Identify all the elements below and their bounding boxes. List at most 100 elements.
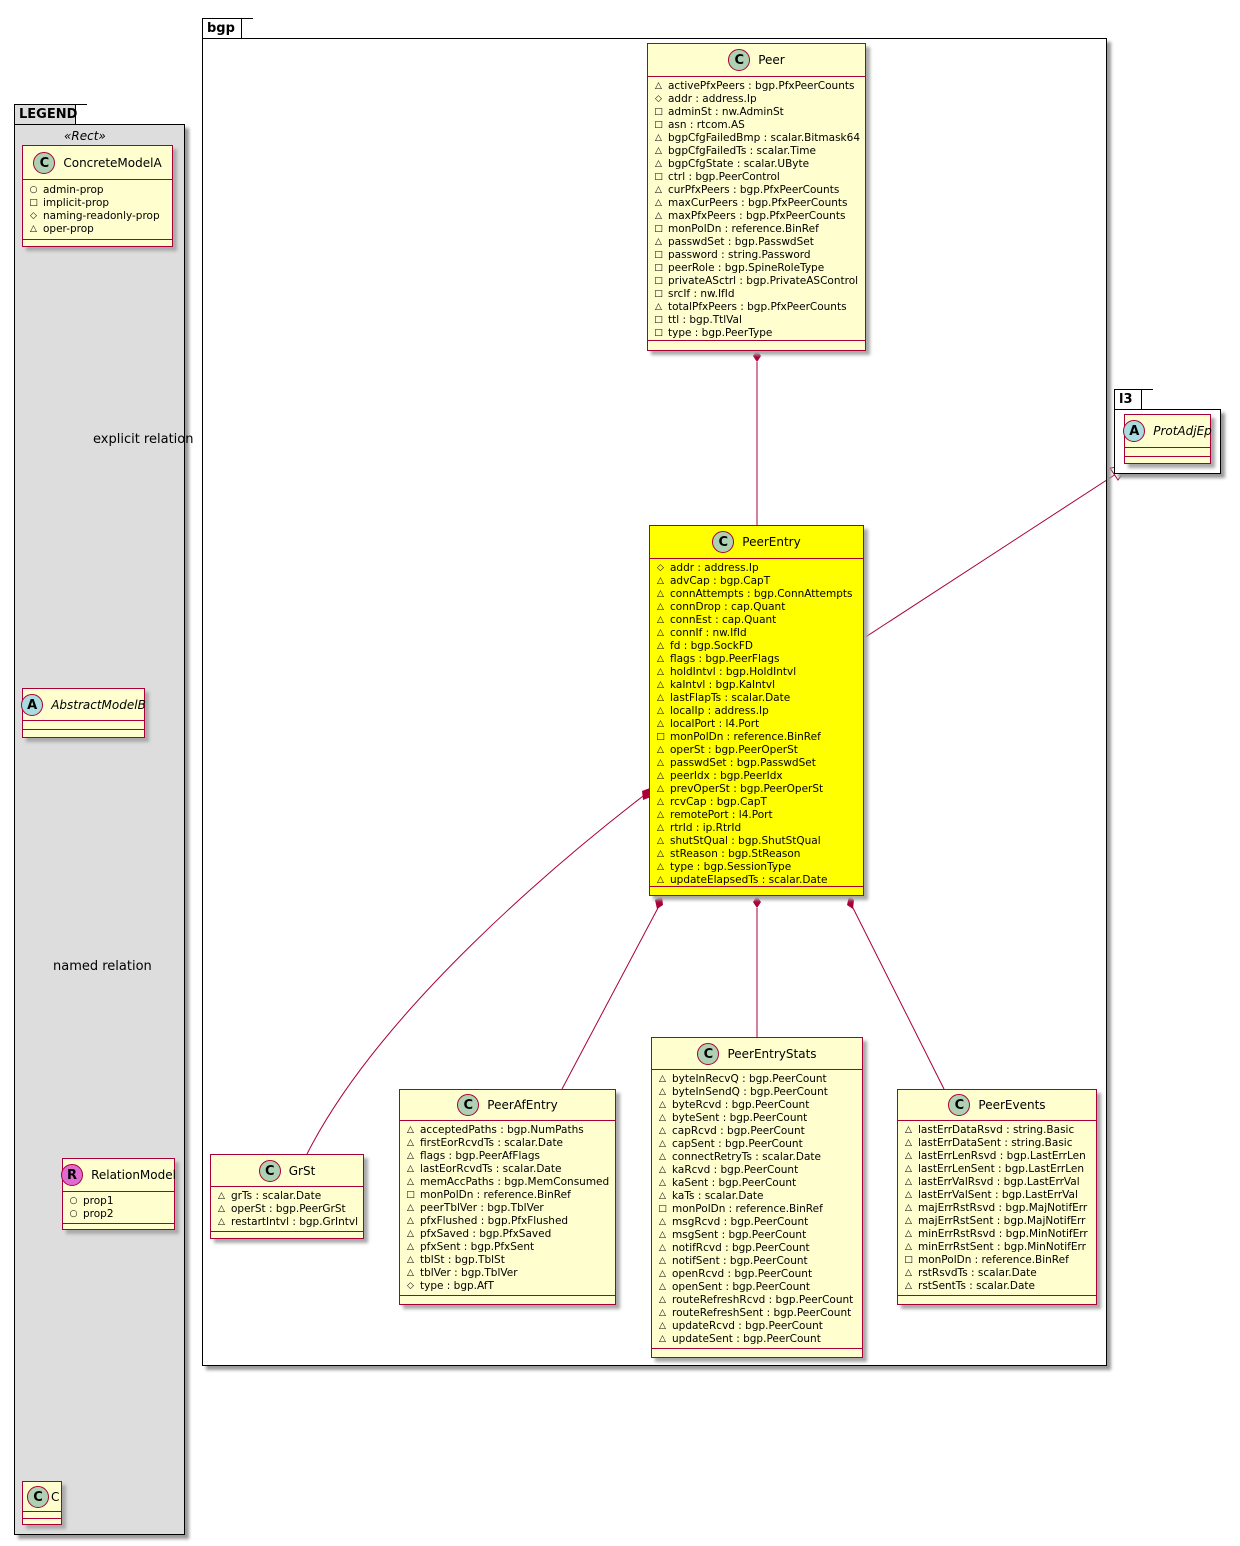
peer-entry-stats-attributes: △byteInRecvQ : bgp.PeerCount△byteInSendQ… — [652, 1070, 862, 1349]
package-icon: △ — [905, 1281, 912, 1291]
class-c[interactable]: C C — [22, 1481, 62, 1525]
attribute-text: flags : bgp.PeerAfFlags — [420, 1150, 540, 1162]
attribute-text: bgpCfgState : scalar.UByte — [668, 158, 810, 170]
class-peer-events[interactable]: C PeerEvents △lastErrDataRsvd : string.B… — [897, 1089, 1097, 1305]
package-icon: △ — [659, 1269, 666, 1279]
package-icon: △ — [655, 133, 662, 143]
class-peer-af-entry[interactable]: C PeerAfEntry △acceptedPaths : bgp.NumPa… — [399, 1089, 616, 1305]
attribute-row: △updateElapsedTs : scalar.Date — [655, 874, 863, 887]
package-icon: △ — [655, 211, 662, 221]
attribute-row: △capRcvd : bgp.PeerCount — [657, 1125, 862, 1138]
attribute-row: △updateSent : bgp.PeerCount — [657, 1333, 862, 1346]
protected-icon: ◇ — [407, 1281, 414, 1291]
attribute-row: ○admin-prop — [29, 184, 104, 196]
attribute-text: routeRefreshRcvd : bgp.PeerCount — [672, 1294, 854, 1306]
attribute-row: ○prop1 — [69, 1195, 114, 1207]
attribute-row: △rstSentTs : scalar.Date — [903, 1280, 1096, 1293]
attribute-row: △lastFlapTs : scalar.Date — [655, 692, 863, 705]
attribute-row: △acceptedPaths : bgp.NumPaths — [405, 1124, 615, 1137]
attribute-row: △oper-prop — [28, 223, 172, 236]
package-icon: △ — [655, 81, 662, 91]
attribute-row: △lastErrLenRsvd : bgp.LastErrLen — [903, 1150, 1096, 1163]
package-icon: △ — [657, 680, 664, 690]
peerafentry-composition-diamond — [655, 896, 663, 909]
attribute-text: kaTs : scalar.Date — [672, 1190, 764, 1202]
package-icon: △ — [657, 745, 664, 755]
peerentrystats-composition-diamond — [753, 896, 761, 908]
attribute-row: ○prop2 — [69, 1208, 114, 1220]
class-peer-entry[interactable]: C PeerEntry ◇addr : address.Ip△advCap : … — [649, 525, 864, 896]
class-concrete-model-a[interactable]: C ConcreteModelA ○admin-prop □implicit-p… — [22, 145, 173, 247]
private-icon: □ — [654, 224, 663, 234]
attribute-text: openRcvd : bgp.PeerCount — [672, 1268, 813, 1280]
peerentry-to-protadjep-line — [863, 473, 1117, 639]
package-icon: △ — [657, 654, 664, 664]
package-icon: △ — [407, 1242, 414, 1252]
attribute-row: △advCap : bgp.CapT — [655, 575, 863, 588]
named-relation-label: named relation — [53, 959, 152, 974]
private-icon: □ — [654, 276, 663, 286]
attribute-row: △connectRetryTs : scalar.Date — [657, 1151, 862, 1164]
attribute-text: passwdSet : bgp.PasswdSet — [670, 757, 816, 769]
private-icon: □ — [654, 120, 663, 130]
private-icon: □ — [654, 328, 663, 338]
attribute-row: △ updateRcvd : bgp.PeerCount — [657, 1320, 862, 1333]
package-icon: △ — [905, 1190, 912, 1200]
peerevents-composition-diamond — [847, 896, 854, 909]
attribute-text: lastErrDataRsvd : string.Basic — [918, 1124, 1075, 1136]
attribute-text: updateSent : bgp.PeerCount — [672, 1333, 821, 1345]
attribute-text: pfxFlushed : bgp.PfxFlushed — [420, 1215, 569, 1227]
private-icon: □ — [654, 172, 663, 182]
attribute-text: privateASctrl : bgp.PrivateASControl — [668, 275, 859, 287]
attribute-text: connectRetryTs : scalar.Date — [672, 1151, 821, 1163]
attribute-row: △grTs : scalar.Date — [216, 1190, 363, 1203]
attribute-text: kaIntvl : bgp.KaIntvl — [670, 679, 776, 691]
package-icon: △ — [657, 797, 664, 807]
private-icon: □ — [658, 1204, 667, 1214]
attribute-text: asn : rtcom.AS — [668, 119, 745, 131]
package-icon: △ — [657, 706, 664, 716]
attribute-row: △rcvCap : bgp.CapT — [655, 796, 863, 809]
attribute-row: □monPolDn : reference.BinRef — [653, 223, 865, 236]
package-icon: △ — [659, 1139, 666, 1149]
peer-composition-diamond — [753, 350, 761, 362]
package-icon: △ — [407, 1177, 414, 1187]
attribute-row: ◇type : bgp.AfT — [405, 1280, 615, 1293]
public-icon: ○ — [29, 185, 38, 195]
attribute-text: monPolDn : reference.BinRef — [670, 731, 821, 743]
attribute-row: △notifSent : bgp.PeerCount — [657, 1255, 862, 1268]
attribute-row: △fd : bgp.SockFD — [655, 640, 863, 653]
attribute-row: △shutStQual : bgp.ShutStQual — [655, 835, 863, 848]
package-icon: △ — [657, 576, 664, 586]
class-peer-entry-stats[interactable]: C PeerEntryStats △byteInRecvQ : bgp.Peer… — [651, 1037, 863, 1358]
attribute-row: △pfxSaved : bgp.PfxSaved — [405, 1228, 615, 1241]
class-abstract-model-b[interactable]: A AbstractModelB — [21, 688, 146, 738]
private-icon: □ — [654, 315, 663, 325]
class-relation-model[interactable]: R RelationModel ○prop1 ○prop2 — [61, 1158, 176, 1230]
class-grst[interactable]: C GrSt △grTs : scalar.Date△operSt : bgp.… — [210, 1154, 364, 1239]
private-icon: □ — [406, 1190, 415, 1200]
class-peer[interactable]: C Peer △activePfxPeers : bgp.PfxPeerCoun… — [647, 43, 866, 351]
attribute-row: □monPolDn : reference.BinRef — [657, 1203, 862, 1216]
attribute-text: capSent : bgp.PeerCount — [672, 1138, 803, 1150]
attribute-row: □ asn : rtcom.AS — [653, 119, 865, 132]
class-prot-adj-ep[interactable]: A ProtAdjEp — [1123, 414, 1212, 464]
attribute-text: peerTblVer : bgp.TblVer — [420, 1202, 544, 1214]
package-icon: △ — [659, 1217, 666, 1227]
attribute-text: lastErrDataSent : string.Basic — [918, 1137, 1073, 1149]
attribute-text: peerIdx : bgp.PeerIdx — [670, 770, 783, 782]
attribute-row: □ privateASctrl : bgp.PrivateASControl — [653, 275, 865, 288]
attribute-row: △connDrop : cap.Quant — [655, 601, 863, 614]
attribute-text: lastErrValRsvd : bgp.LastErrVal — [918, 1176, 1080, 1188]
attribute-row: △activePfxPeers : bgp.PfxPeerCounts — [653, 80, 865, 93]
package-icon: △ — [657, 836, 664, 846]
attribute-text: localPort : l4.Port — [670, 718, 760, 730]
attribute-text: connAttempts : bgp.ConnAttempts — [670, 588, 853, 600]
attribute-text: kaRcvd : bgp.PeerCount — [672, 1164, 799, 1176]
attribute-row: △routeRefreshSent : bgp.PeerCount — [657, 1307, 862, 1320]
attribute-row: △operSt : bgp.PeerOperSt — [655, 744, 863, 757]
package-icon: △ — [659, 1321, 666, 1331]
attribute-text: tblVer : bgp.TblVer — [420, 1267, 518, 1279]
attribute-text: updateRcvd : bgp.PeerCount — [672, 1320, 823, 1332]
attribute-row: △peerIdx : bgp.PeerIdx — [655, 770, 863, 783]
